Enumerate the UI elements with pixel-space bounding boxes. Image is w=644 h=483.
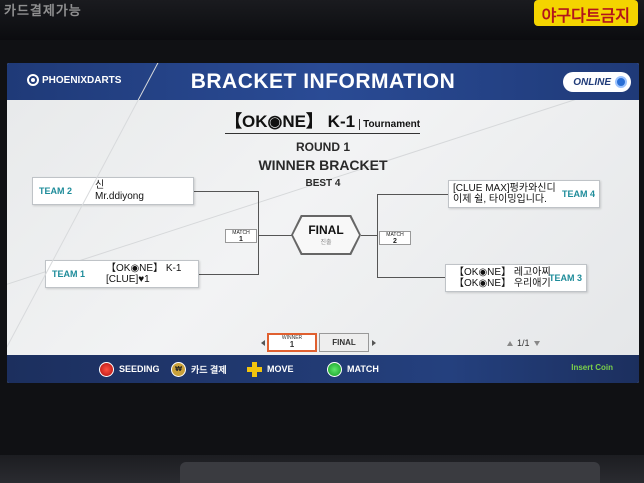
- page-up-icon[interactable]: [507, 340, 513, 346]
- insert-coin-prompt: Insert Coin: [571, 363, 613, 372]
- team-3-label: TEAM 3: [548, 273, 582, 283]
- phoenix-logo-icon: [27, 74, 39, 86]
- brand-logo-text: PHOENIXDARTS: [42, 74, 122, 86]
- red-button-icon: [99, 361, 114, 377]
- tournament-suffix: Tournament: [359, 119, 420, 130]
- team-2-player-1: 신: [95, 180, 105, 191]
- team-3-player-1: 【OK◉NE】 레고아찌: [454, 267, 551, 278]
- bracket-line: [377, 277, 445, 278]
- match-control[interactable]: MATCH: [327, 361, 379, 377]
- tab-prev-arrow-icon[interactable]: [261, 340, 265, 346]
- match-1-number: 1: [239, 236, 243, 243]
- team-3-player-2: 【OK◉NE】 우리애기: [454, 278, 551, 289]
- header-bar: PHOENIXDARTS BRACKET INFORMATION ONLINE: [7, 63, 639, 100]
- final-title: FINAL: [308, 223, 344, 237]
- card-payment-label: 카드 결제: [191, 364, 227, 375]
- seeding-label: SEEDING: [119, 364, 160, 374]
- tournament-title: 【OK◉NE】 K-1 Tournament: [225, 107, 421, 134]
- bracket-line: [377, 194, 378, 278]
- team-1-player-2: [CLUE]♥1: [106, 274, 150, 285]
- team-2-label: TEAM 2: [39, 186, 73, 196]
- move-label: MOVE: [267, 364, 294, 374]
- tab-winner-number: 1: [289, 340, 295, 349]
- tab-next-arrow-icon[interactable]: [372, 340, 376, 346]
- team-1-player-1: 【OK◉NE】 K-1: [106, 263, 182, 274]
- match-1-tag: MATCH 1: [225, 229, 257, 243]
- dpad-icon: [247, 361, 262, 377]
- bracket-line: [361, 235, 378, 236]
- match-2-label: MATCH: [386, 232, 404, 238]
- team-4-slot[interactable]: [CLUE MAX]펑카와신디 이제 쉴, 타이밍입니다. TEAM 4: [448, 180, 600, 208]
- page-indicator: 1/1: [507, 338, 540, 348]
- tournament-name: 【OK◉NE】 K-1: [225, 112, 356, 131]
- team-3-players: 【OK◉NE】 레고아찌 【OK◉NE】 우리애기: [454, 267, 551, 289]
- online-status-text: ONLINE: [573, 76, 611, 88]
- team-2-player-2: Mr.ddiyong: [95, 191, 144, 202]
- match-1-label: MATCH: [232, 230, 250, 236]
- team-4-player-1: [CLUE MAX]펑카와신디: [453, 183, 556, 194]
- bracket-type-label: WINNER BRACKET: [258, 157, 388, 173]
- round-label: ROUND 1: [295, 140, 350, 154]
- cabinet-ledge: [180, 462, 600, 483]
- bracket-line: [194, 191, 258, 192]
- card-payment-control[interactable]: ₩ 카드 결제: [171, 361, 227, 377]
- bracket-line: [377, 194, 448, 195]
- seeding-control[interactable]: SEEDING: [99, 361, 160, 377]
- team-2-slot[interactable]: TEAM 2 신 Mr.ddiyong: [32, 177, 194, 205]
- bracket-line: [199, 274, 258, 275]
- tab-final[interactable]: FINAL: [319, 333, 369, 352]
- page-title: BRACKET INFORMATION: [190, 70, 456, 93]
- team-4-player-2: 이제 쉴, 타이밍입니다.: [453, 194, 547, 205]
- bracket-screen: PHOENIXDARTS BRACKET INFORMATION ONLINE …: [7, 63, 639, 383]
- move-control[interactable]: MOVE: [247, 361, 294, 377]
- cabinet-sign-no-baseball-darts: 야구다트금지: [533, 0, 638, 26]
- team-1-players: 【OK◉NE】 K-1 [CLUE]♥1: [106, 263, 181, 285]
- control-bar: SEEDING ₩ 카드 결제 MOVE MATCH Insert Coin: [7, 355, 639, 383]
- brand-logo: PHOENIXDARTS: [27, 74, 121, 86]
- final-subtitle: 진출: [320, 240, 332, 246]
- team-2-players: 신 Mr.ddiyong: [95, 180, 144, 202]
- tab-winner-bracket[interactable]: WINNER 1: [267, 333, 317, 352]
- team-4-players: [CLUE MAX]펑카와신디 이제 쉴, 타이밍입니다.: [453, 183, 556, 205]
- team-4-label: TEAM 4: [561, 189, 595, 199]
- green-button-icon: [327, 361, 342, 377]
- best-of-label: BEST 4: [305, 178, 341, 189]
- match-2-number: 2: [393, 238, 397, 245]
- match-label: MATCH: [347, 364, 379, 374]
- team-1-slot[interactable]: TEAM 1 【OK◉NE】 K-1 [CLUE]♥1: [45, 260, 199, 288]
- bracket-line: [258, 235, 292, 236]
- team-1-label: TEAM 1: [52, 269, 86, 279]
- cabinet-sign-card-payment: 카드결제가능: [4, 4, 82, 19]
- coin-button-icon: ₩: [171, 361, 186, 377]
- page-down-icon[interactable]: [533, 340, 540, 346]
- tab-winner-label: WINNER: [281, 335, 303, 341]
- match-2-tag: MATCH 2: [379, 231, 411, 245]
- cabinet-top: 카드결제가능 야구다트금지: [0, 0, 644, 40]
- globe-icon: [615, 76, 627, 88]
- final-node: FINAL 진출: [293, 217, 359, 253]
- page-number: 1/1: [517, 338, 530, 348]
- online-status-badge: ONLINE: [563, 72, 631, 92]
- team-3-slot[interactable]: 【OK◉NE】 레고아찌 【OK◉NE】 우리애기 TEAM 3: [445, 264, 587, 292]
- bracket-line: [258, 191, 259, 275]
